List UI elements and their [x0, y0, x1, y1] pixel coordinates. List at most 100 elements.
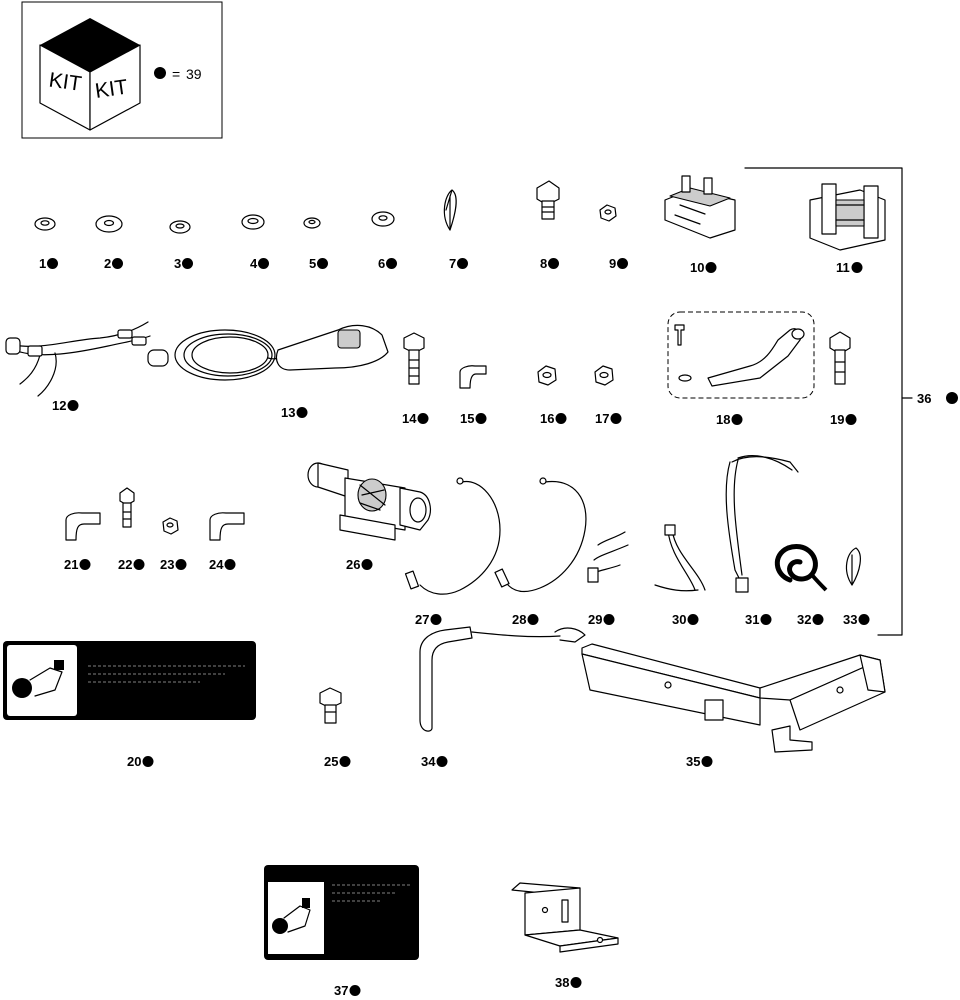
part-bullet-icon	[349, 985, 361, 996]
part-number-22: 22	[118, 557, 132, 572]
kit-bullet-icon	[154, 67, 166, 79]
part-number-16: 16	[540, 411, 554, 426]
part-bullet-icon	[731, 414, 743, 425]
part-number-20: 20	[127, 754, 141, 769]
part-number-6: 6	[378, 256, 385, 271]
part-number-11: 11	[836, 260, 850, 275]
nut-9-icon	[599, 204, 617, 222]
part-number-12: 12	[52, 398, 66, 413]
part-bullet-icon	[475, 413, 487, 424]
part-number-37: 37	[334, 983, 348, 998]
part-number-18: 18	[716, 412, 730, 427]
part-bullet-icon	[133, 559, 145, 570]
part-bullet-icon	[361, 559, 373, 570]
decal-37-icon	[264, 865, 419, 960]
part-bullet-icon	[845, 414, 857, 425]
part-number-38: 38	[555, 975, 569, 990]
part-bullet-icon	[175, 559, 187, 570]
part-number-14: 14	[402, 411, 417, 426]
part-bullet-icon	[851, 262, 863, 273]
wiring-harness-31-icon	[725, 455, 799, 593]
part-number-21: 21	[64, 557, 78, 572]
fairlead-11-icon	[809, 183, 886, 251]
cable-tie-33-icon	[845, 547, 861, 586]
part-bullet-icon	[527, 614, 539, 625]
part-bullet-icon	[430, 614, 442, 625]
part-number-5: 5	[309, 256, 316, 271]
part-number-7: 7	[449, 256, 456, 271]
nut-16-icon	[537, 365, 557, 386]
part-number-3: 3	[174, 256, 181, 271]
washer-3-icon	[169, 220, 191, 234]
solenoid-10-icon	[664, 175, 736, 239]
part-bullet-icon	[858, 614, 870, 625]
part-bullet-icon	[617, 258, 628, 269]
part-bullet-icon	[417, 413, 429, 424]
kit-equals: =	[172, 66, 180, 82]
part-bullet-icon	[610, 413, 622, 424]
part-number-34: 34	[421, 754, 436, 769]
part-number-10: 10	[690, 260, 704, 275]
kit-box-icon: KIT KIT	[39, 18, 141, 131]
group-bracket-36: 36	[744, 167, 958, 636]
part-drawings	[3, 175, 886, 960]
part-number-13: 13	[281, 405, 295, 420]
part-bullet-icon	[339, 756, 351, 767]
part-bullet-icon	[570, 977, 582, 988]
part-bullet-icon	[386, 258, 397, 269]
elbow-21-icon	[65, 512, 101, 541]
part-bullet-icon	[687, 614, 699, 625]
washer-2-icon	[95, 215, 123, 233]
cable-27-icon	[404, 477, 501, 595]
bracket-bullet-icon	[946, 392, 958, 404]
part-bullet-icon	[457, 258, 468, 269]
part-number-33: 33	[843, 612, 857, 627]
part-number-1: 1	[39, 256, 46, 271]
lock-nut-17-icon	[594, 365, 614, 386]
bolt-25-icon	[319, 687, 342, 724]
part-bullet-icon	[296, 407, 308, 418]
part-bullet-icon	[812, 614, 824, 625]
decal-20-icon	[3, 641, 256, 720]
kit-item-number: 39	[186, 66, 202, 82]
part-number-31: 31	[745, 612, 759, 627]
part-number-28: 28	[512, 612, 526, 627]
bolt-19-icon	[829, 331, 851, 385]
hitch-pin-34-icon	[419, 626, 586, 732]
part-number-30: 30	[672, 612, 686, 627]
part-bullet-icon	[258, 258, 269, 269]
bolt-14-icon	[403, 332, 425, 385]
wiring-harness-12-icon	[5, 321, 151, 397]
hook-assembly-18-icon	[667, 311, 815, 399]
winch-26-icon	[307, 462, 431, 541]
cable-tie-7-icon	[443, 189, 457, 231]
part-number-9: 9	[609, 256, 616, 271]
part-bullet-icon	[182, 258, 193, 269]
part-number-23: 23	[160, 557, 174, 572]
mounting-bracket-38-icon	[511, 882, 619, 953]
kit-legend: KIT KIT = 39	[21, 1, 223, 139]
washer-4-icon	[241, 214, 265, 230]
washer-1-icon	[34, 217, 56, 231]
part-number-4: 4	[250, 256, 258, 271]
hitch-receiver-35-icon	[581, 643, 886, 753]
part-number-27: 27	[415, 612, 429, 627]
washer-5-icon	[303, 217, 321, 229]
part-number-32: 32	[797, 612, 811, 627]
wire-set-29-icon	[587, 531, 629, 583]
part-number-19: 19	[830, 412, 844, 427]
part-bullet-icon	[705, 262, 717, 273]
remote-control-13-icon	[147, 324, 389, 381]
bracket-label: 36	[917, 391, 931, 406]
nut-23-icon	[162, 517, 179, 535]
part-number-24: 24	[209, 557, 224, 572]
part-number-8: 8	[540, 256, 547, 271]
part-bullet-icon	[224, 559, 236, 570]
part-bullet-icon	[112, 258, 123, 269]
part-bullet-icon	[317, 258, 328, 269]
part-bullet-icon	[603, 614, 615, 625]
bolt-22-icon	[119, 487, 135, 528]
part-bullet-icon	[47, 258, 58, 269]
